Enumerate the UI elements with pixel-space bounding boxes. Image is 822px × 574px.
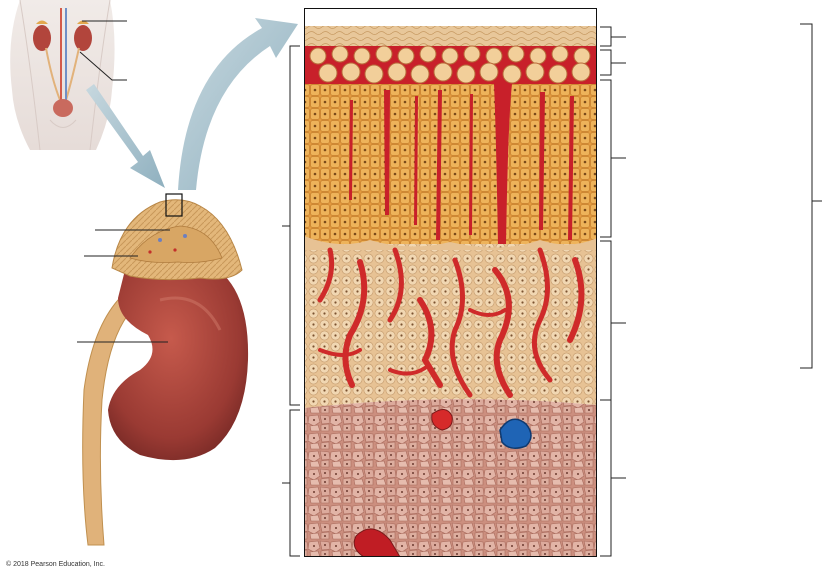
copyright-credit: © 2018 Pearson Education, Inc. xyxy=(6,561,105,568)
body-inset xyxy=(10,0,114,150)
kidney xyxy=(108,258,248,461)
bracket-medulla xyxy=(290,410,300,556)
zoom-arrow-up xyxy=(178,18,298,190)
zona-fasciculata-layer xyxy=(304,84,597,244)
left-brackets xyxy=(282,46,300,556)
right-brackets xyxy=(600,24,822,556)
bracket-capsule xyxy=(600,27,611,46)
histology-panel xyxy=(304,8,597,557)
small-kidney-right xyxy=(74,25,92,51)
bracket-zona-reticularis xyxy=(600,241,611,400)
bracket-cortex-right xyxy=(800,24,812,368)
small-bladder xyxy=(53,99,73,117)
bracket-medulla-right xyxy=(600,400,611,556)
small-kidney-left xyxy=(33,25,51,51)
kidney-illustration xyxy=(83,194,248,545)
zona-reticularis-layer xyxy=(304,244,597,408)
capsule-layer xyxy=(304,26,597,46)
bracket-zona-glomerulosa xyxy=(600,50,611,75)
bracket-zona-fasciculata xyxy=(600,80,611,237)
bracket-cortex xyxy=(290,46,300,405)
